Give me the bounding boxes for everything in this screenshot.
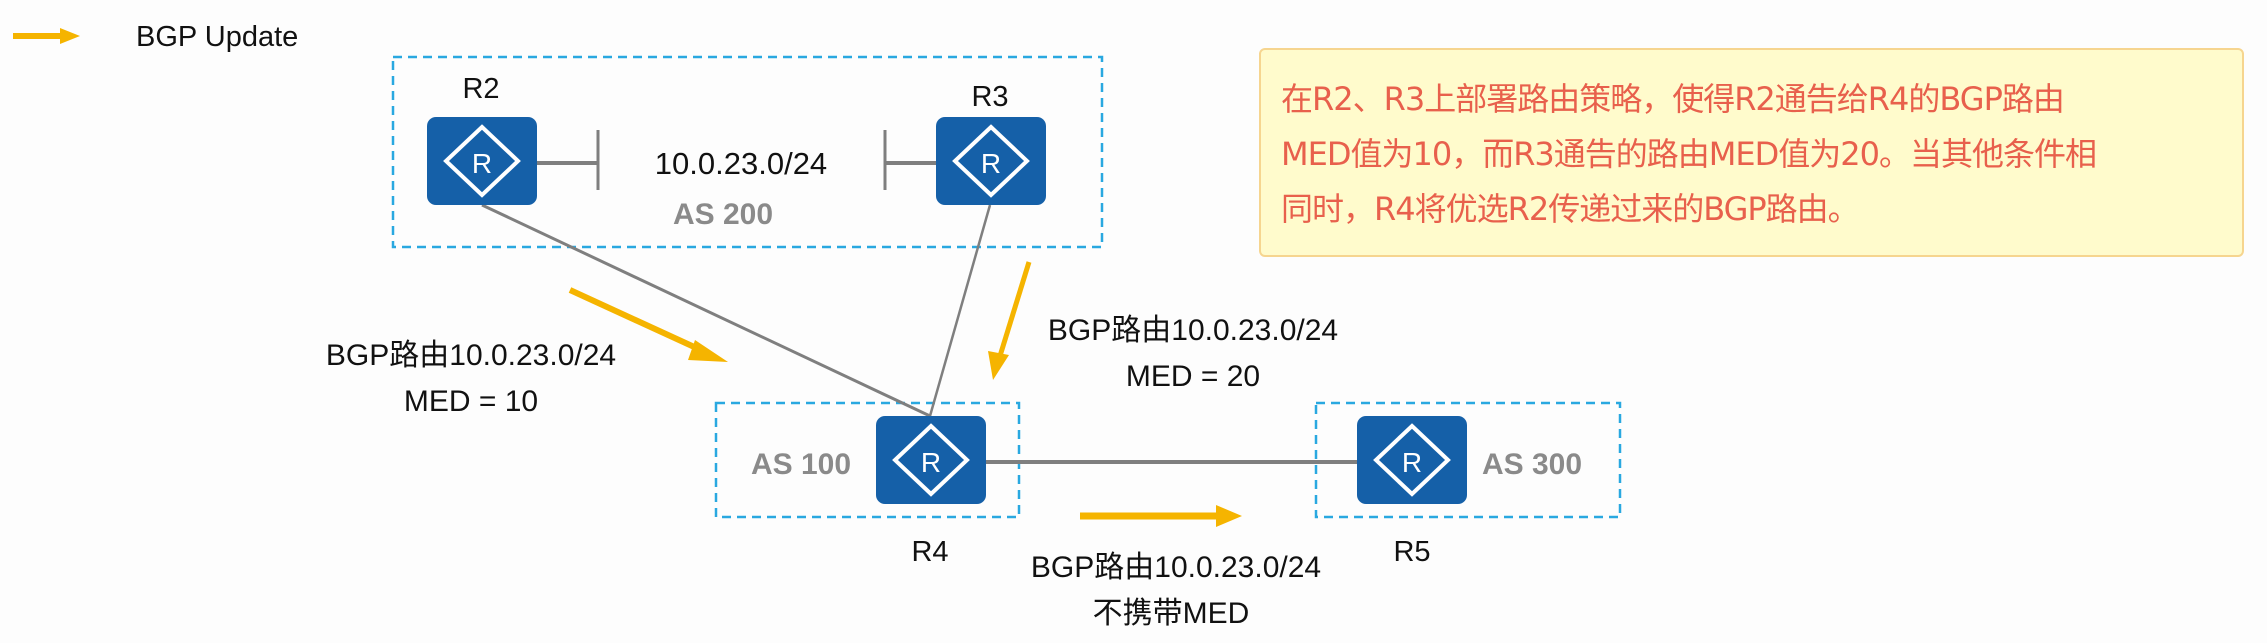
router-glyph: R <box>1402 447 1422 478</box>
update-label-r2-line2: MED = 10 <box>404 385 538 418</box>
as200-label: AS 200 <box>673 198 773 231</box>
as200-box <box>391 55 1104 249</box>
yellow-arrow-icon <box>13 28 80 44</box>
router-r2[interactable]: R <box>425 115 539 207</box>
update-label-r5-line1: BGP路由10.0.23.0/24 <box>1031 551 1321 584</box>
subnet-label: 10.0.23.0/24 <box>655 146 827 181</box>
link-r3-r4 <box>928 204 992 417</box>
update-label-r5-line2: 不携带MED <box>1093 597 1250 630</box>
router-label-r5: R5 <box>1393 536 1430 568</box>
explanation-note: 在R2、R3上部署路由策略，使得R2通告给R4的BGP路由 MED值为10，而R… <box>1259 48 2244 257</box>
update-arrow-r2-r4 <box>568 287 728 362</box>
legend-label: BGP Update <box>136 21 298 53</box>
update-arrow-r4-r5 <box>1080 505 1242 527</box>
router-r3[interactable]: R <box>934 115 1048 207</box>
legend: BGP Update <box>13 21 298 53</box>
note-line: MED值为10，而R3通告的路由MED值为20。当其他条件相 <box>1281 135 2097 173</box>
note-line: 同时，R4将优选R2传递过来的BGP路由。 <box>1281 190 1860 228</box>
update-label-r3-line1: BGP路由10.0.23.0/24 <box>1048 314 1338 347</box>
router-label-r2: R2 <box>462 73 499 105</box>
update-label-r2-line1: BGP路由10.0.23.0/24 <box>326 339 616 372</box>
note-line: 在R2、R3上部署路由策略，使得R2通告给R4的BGP路由 <box>1281 80 2065 118</box>
subnet-segment: 10.0.23.0/24 <box>537 130 936 190</box>
as300-label: AS 300 <box>1482 448 1582 481</box>
router-glyph: R <box>981 148 1001 179</box>
update-arrow-r3-r4 <box>988 261 1032 380</box>
router-label-r4: R4 <box>911 536 948 568</box>
router-r5[interactable]: R <box>1355 414 1469 506</box>
as100-label: AS 100 <box>751 448 851 481</box>
router-label-r3: R3 <box>971 81 1008 113</box>
update-label-r3-line2: MED = 20 <box>1126 360 1260 393</box>
router-glyph: R <box>921 447 941 478</box>
link-r2-r4 <box>481 203 931 418</box>
as300-box <box>1314 401 1622 519</box>
router-r4[interactable]: R <box>874 414 988 506</box>
router-glyph: R <box>472 148 492 179</box>
